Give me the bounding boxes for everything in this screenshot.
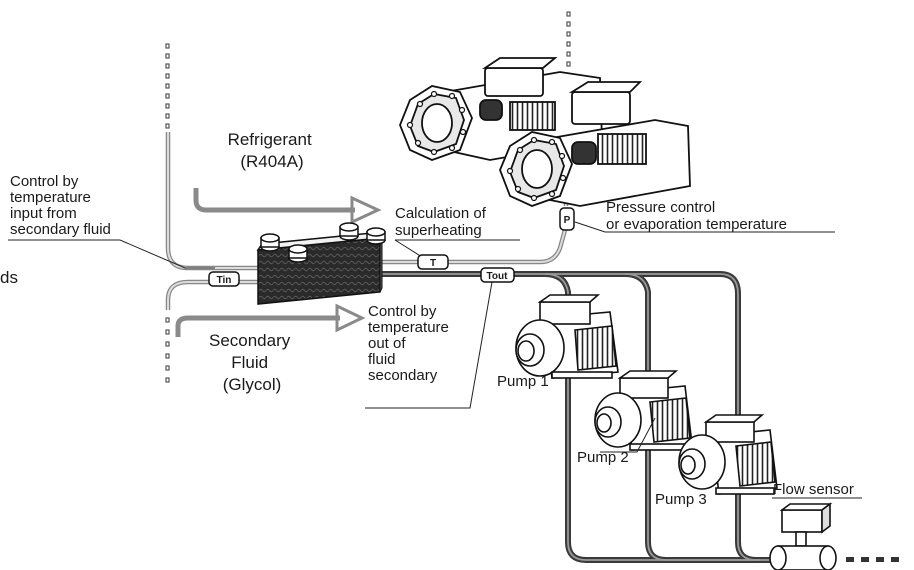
svg-text:T: T [430, 258, 436, 269]
sensor-tout: Tout [480, 267, 515, 283]
superheating-label: Calculation of superheating [395, 205, 490, 239]
sensor-t: T [417, 254, 449, 270]
control-input-label: Control by temperature input from second… [10, 173, 111, 238]
pump-3-label: Pump 3 [655, 491, 707, 508]
refrigerant-flow-arrow [193, 188, 382, 225]
control-output-label: Control by temperature out of fluid seco… [368, 303, 453, 384]
secondary-flow-arrow [175, 303, 366, 337]
secondary-fluid-label: Secondary Fluid (Glycol) [209, 331, 295, 394]
pipe-dotted-end-right [846, 557, 899, 562]
svg-text:Tout: Tout [487, 271, 509, 282]
pump-1 [515, 294, 619, 379]
flow-sensor [769, 502, 837, 570]
refrigerant-label: Refrigerant (R404A) [228, 130, 317, 171]
svg-text:Tin: Tin [217, 275, 232, 286]
cut-off-text: ds [0, 268, 18, 287]
pump-2-label: Pump 2 [577, 449, 629, 466]
pump-2 [594, 370, 693, 451]
svg-text:P: P [564, 215, 571, 226]
plate-heat-exchanger [256, 222, 386, 305]
sensor-tin: Tin [208, 271, 240, 287]
pipe-dotted-end-top-right [566, 11, 571, 67]
pressure-control-label: Pressure control or evaporation temperat… [606, 199, 787, 233]
pump-3 [678, 414, 778, 495]
pipe-dotted-end-left-bottom [165, 317, 170, 383]
leader-lines [8, 221, 862, 499]
compressor-front [499, 81, 691, 207]
flow-sensor-label: Flow sensor [773, 481, 854, 498]
sensor-p: P [559, 207, 575, 231]
pipe-dotted-end-left-top [165, 43, 170, 129]
pump-1-label: Pump 1 [497, 373, 549, 390]
